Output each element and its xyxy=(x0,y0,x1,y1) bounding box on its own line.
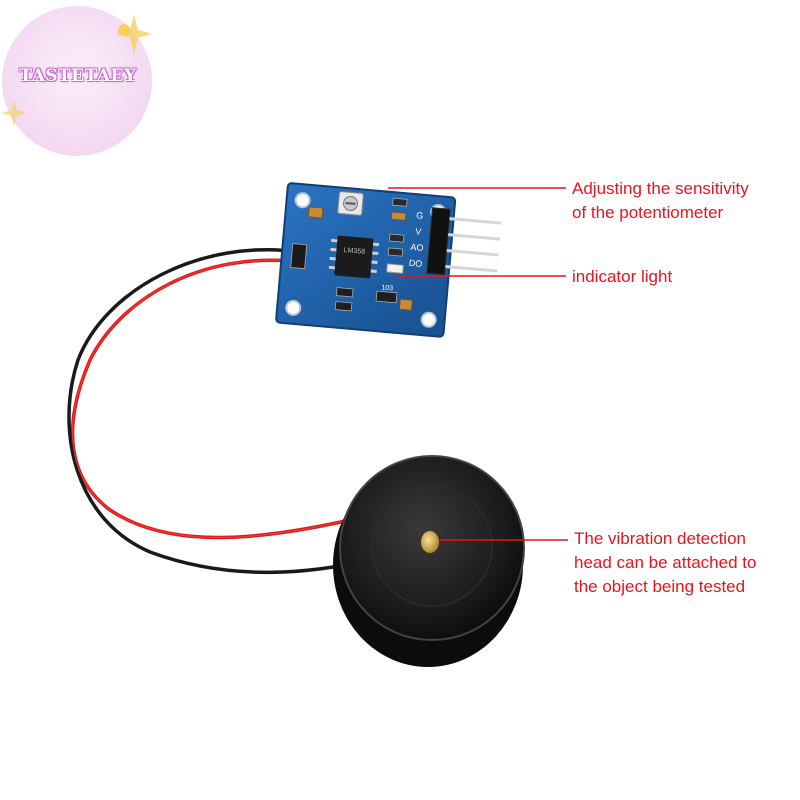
callout-detection-line3: the object being tested xyxy=(574,577,746,596)
sensor-wires xyxy=(67,247,352,574)
callout-sensitivity-line1: Adjusting the sensitivity xyxy=(572,179,749,198)
pin-label: V xyxy=(415,226,422,236)
smd-part xyxy=(388,233,405,243)
smd-part xyxy=(387,247,404,257)
capacitor xyxy=(307,206,324,219)
mounting-hole xyxy=(285,299,302,316)
smd-part xyxy=(392,197,408,207)
resistor xyxy=(336,287,354,298)
pin-label: G xyxy=(416,210,424,221)
chip-label: LM358 xyxy=(343,247,365,256)
callout-detection: The vibration detection head can be atta… xyxy=(574,527,756,599)
sensor-board: LM358 103 xyxy=(275,182,502,338)
smd-part xyxy=(399,298,413,311)
callout-sensitivity-line2: of the potentiometer xyxy=(572,203,724,222)
potentiometer xyxy=(337,191,364,216)
callout-sensitivity: Adjusting the sensitivity of the potenti… xyxy=(572,177,749,225)
pin-label: AO xyxy=(410,242,424,253)
resistor xyxy=(334,301,353,312)
wire-terminal xyxy=(290,243,308,270)
callout-detection-line2: head can be attached to xyxy=(574,553,757,572)
indicator-led xyxy=(386,263,404,274)
callout-detection-line1: The vibration detection xyxy=(574,529,746,548)
annotation-lines xyxy=(388,187,568,541)
pin-header xyxy=(426,207,502,276)
callout-indicator: indicator light xyxy=(572,265,672,289)
resistor xyxy=(375,290,398,304)
mounting-hole xyxy=(294,192,311,209)
resistor-label: 103 xyxy=(381,284,393,292)
pin-label: DO xyxy=(408,258,422,269)
mounting-hole xyxy=(420,311,437,328)
callout-indicator-text: indicator light xyxy=(572,267,673,286)
smd-part xyxy=(390,211,407,221)
detection-head xyxy=(421,531,439,553)
piezo-disc xyxy=(333,455,525,667)
sparkle-icon xyxy=(1,14,152,126)
lm358-chip: LM358 xyxy=(328,235,380,279)
watermark-logo: TASTETAEY xyxy=(19,66,137,86)
